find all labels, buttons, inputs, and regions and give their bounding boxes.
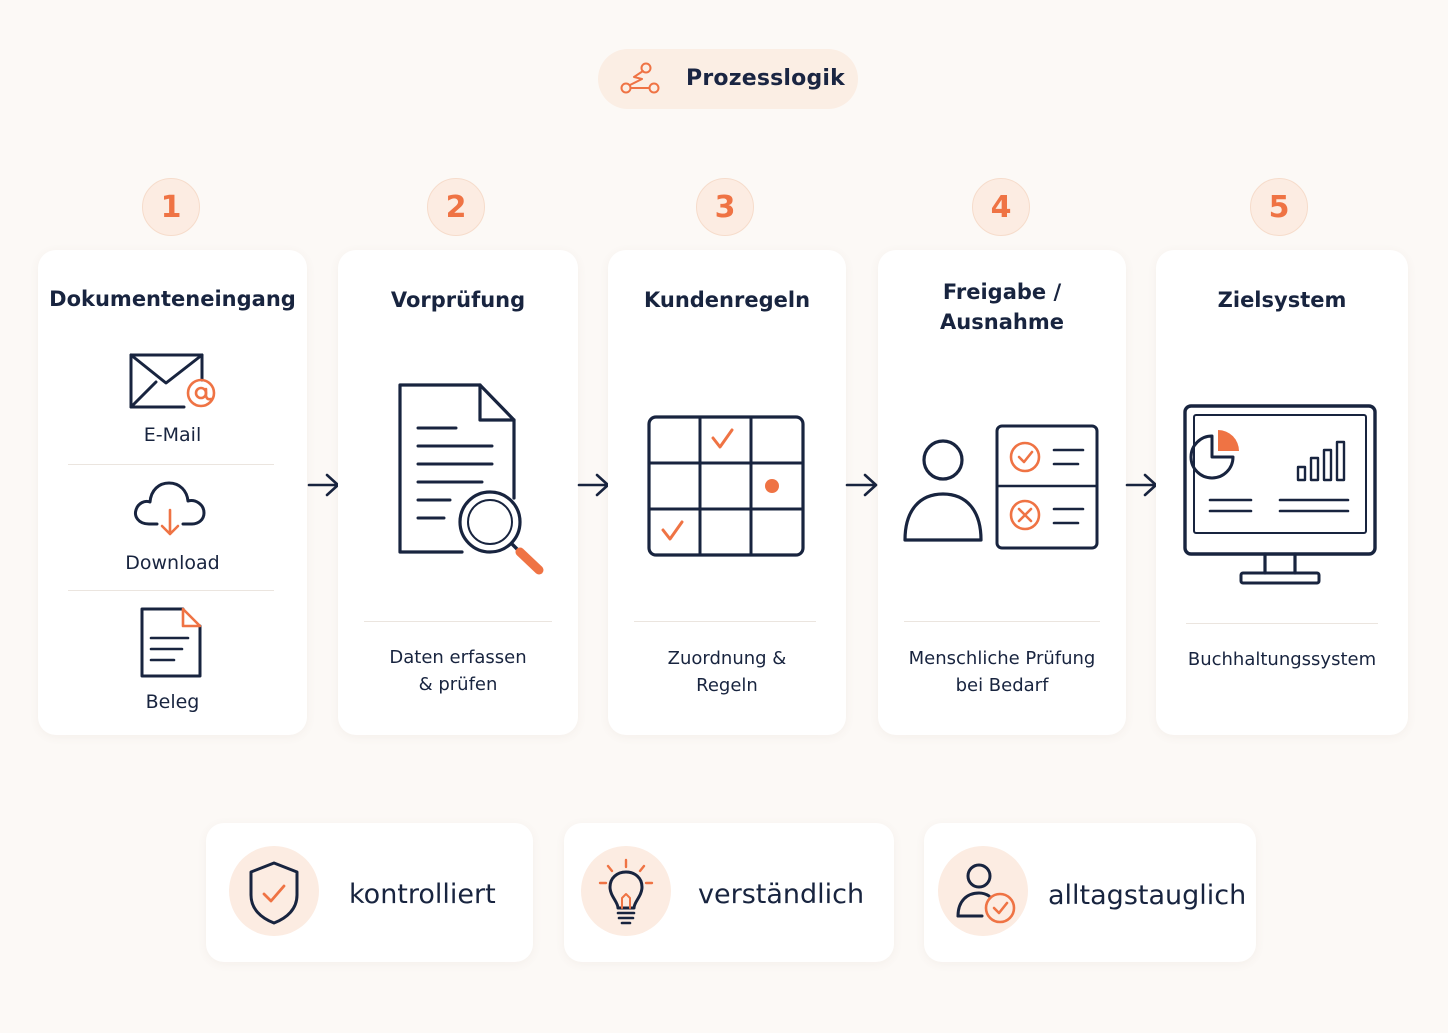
- feature-card-understandable: verständlich: [564, 823, 894, 962]
- rules-grid-icon: [647, 415, 805, 557]
- feature-card-controlled: kontrolliert: [206, 823, 533, 962]
- divider: [904, 621, 1100, 622]
- header-pill: Prozesslogik: [598, 49, 858, 109]
- person-approval-icon: [903, 424, 1099, 550]
- divider: [68, 590, 274, 591]
- divider: [634, 621, 816, 622]
- feature-icon-bg: [229, 846, 319, 936]
- divider: [1186, 623, 1378, 624]
- document-magnifier-icon: [398, 383, 544, 575]
- step-caption-line1: Buchhaltungssystem: [1187, 649, 1377, 670]
- step-number-5: 5: [1250, 178, 1308, 236]
- step-title: Kundenregeln: [643, 288, 811, 312]
- process-flow-icon: [620, 62, 660, 94]
- intake-label-download: Download: [125, 552, 220, 574]
- divider: [68, 464, 274, 465]
- step-caption-line2: bei Bedarf: [955, 675, 1049, 696]
- feature-label: verständlich: [698, 879, 865, 910]
- feature-card-practical: alltagstauglich: [924, 823, 1256, 962]
- step-card-document-intake: Dokumenteneingang E-Mail Download Beleg: [38, 250, 307, 735]
- cloud-download-icon: [134, 481, 206, 536]
- step-caption-line1: Zuordnung &: [667, 648, 787, 669]
- intake-label-email: E-Mail: [143, 424, 202, 446]
- arrow-right-icon: [845, 473, 878, 497]
- step-caption-line2: Regeln: [696, 675, 758, 696]
- shield-check-icon: [249, 861, 299, 925]
- arrow-right-icon: [577, 473, 610, 497]
- step-card-target-system: Zielsystem Buchhaltungssystem: [1156, 250, 1408, 735]
- monitor-dashboard-icon: [1183, 404, 1377, 585]
- header-title: Prozesslogik: [686, 66, 845, 91]
- step-title-line1: Freigabe /: [942, 280, 1062, 304]
- step-caption-line2: & prüfen: [418, 674, 498, 695]
- intake-label-receipt: Beleg: [145, 691, 200, 713]
- step-caption-line1: Daten erfassen: [389, 647, 527, 668]
- user-check-icon: [956, 863, 1016, 924]
- step-number-1: 1: [142, 178, 200, 236]
- mail-at-icon: [129, 353, 216, 409]
- arrow-right-icon: [1125, 473, 1158, 497]
- step-title: Vorprüfung: [390, 288, 526, 312]
- feature-label: kontrolliert: [349, 879, 496, 910]
- step-card-approval-exception: Freigabe / Ausnahme Menschliche Prüfung …: [878, 250, 1126, 735]
- step-card-customer-rules: Kundenregeln Zuordnung & Regeln: [608, 250, 846, 735]
- step-number-2: 2: [427, 178, 485, 236]
- lightbulb-icon: [598, 858, 654, 925]
- feature-label: alltagstauglich: [1048, 880, 1247, 911]
- arrow-right-icon: [307, 473, 340, 497]
- step-card-precheck: Vorprüfung Daten erfassen & prüfen: [338, 250, 578, 735]
- step-number-4: 4: [972, 178, 1030, 236]
- step-caption-line1: Menschliche Prüfung: [908, 648, 1096, 669]
- divider: [364, 621, 552, 622]
- feature-icon-bg: [938, 846, 1028, 936]
- step-title: Dokumenteneingang: [49, 287, 296, 311]
- receipt-document-icon: [140, 607, 202, 678]
- step-title: Zielsystem: [1217, 288, 1347, 312]
- step-number-3: 3: [696, 178, 754, 236]
- step-title-line2: Ausnahme: [940, 310, 1064, 334]
